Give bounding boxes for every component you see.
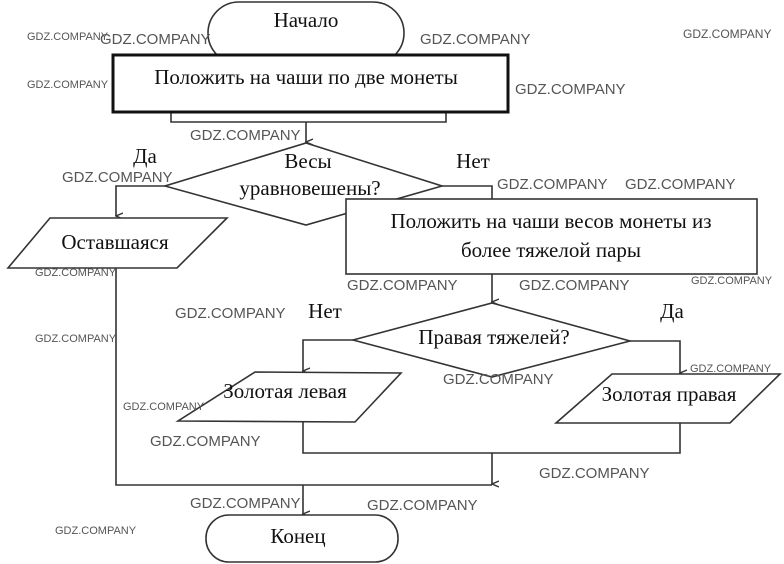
decision1-yes-label: Да	[133, 144, 157, 168]
watermarks: GDZ.COMPANY GDZ.COMPANY GDZ.COMPANY GDZ.…	[27, 27, 773, 537]
remaining-label: Оставшаяся	[61, 230, 169, 254]
watermark: GDZ.COMPANY	[443, 371, 554, 388]
watermark: GDZ.COMPANY	[683, 27, 771, 41]
watermark: GDZ.COMPANY	[27, 31, 109, 43]
start-terminator: Начало	[207, 1, 405, 65]
io-gold-left: Золотая левая	[175, 371, 403, 423]
watermark: GDZ.COMPANY	[625, 176, 736, 193]
step1-bracket	[170, 112, 447, 123]
watermark: GDZ.COMPANY	[190, 495, 301, 512]
watermark: GDZ.COMPANY	[175, 305, 286, 322]
process-step2: Положить на чаши весов монеты из более т…	[345, 198, 758, 275]
watermark: GDZ.COMPANY	[27, 79, 109, 91]
io-gold-right: Золотая правая	[553, 373, 782, 424]
decision2-no-label: Нет	[308, 299, 342, 323]
decision1-line1: Весы	[284, 149, 331, 173]
connectors	[116, 55, 680, 514]
process-step1: Положить на чаши по две монеты	[111, 53, 510, 114]
arrow-yes-branch	[116, 185, 165, 216]
arrow-no-branch	[442, 185, 493, 199]
merge-gold	[302, 422, 681, 454]
watermark: GDZ.COMPANY	[62, 169, 173, 186]
watermark: GDZ.COMPANY	[690, 363, 772, 375]
step2-line1: Положить на чаши весов монеты из	[391, 209, 712, 233]
step2-line2: более тяжелой пары	[461, 238, 641, 262]
arrow-yes-right	[630, 340, 680, 373]
watermark: GDZ.COMPANY	[150, 433, 261, 450]
watermark: GDZ.COMPANY	[123, 401, 205, 413]
watermark: GDZ.COMPANY	[691, 275, 773, 287]
watermark: GDZ.COMPANY	[515, 81, 626, 98]
step1-label: Положить на чаши по две монеты	[154, 65, 458, 89]
decision2-label: Правая тяжелей?	[418, 325, 569, 349]
watermark: GDZ.COMPANY	[100, 31, 211, 48]
watermark: GDZ.COMPANY	[35, 267, 117, 279]
end-label: Конец	[270, 524, 325, 548]
watermark: GDZ.COMPANY	[190, 127, 301, 144]
decision1-line2: уравновешены?	[239, 176, 380, 200]
decision2-yes-label: Да	[660, 299, 684, 323]
watermark: GDZ.COMPANY	[420, 31, 531, 48]
watermark: GDZ.COMPANY	[497, 176, 608, 193]
watermark: GDZ.COMPANY	[519, 277, 630, 294]
arrow-no-left	[303, 339, 353, 371]
merge-remaining	[115, 268, 492, 486]
end-terminator: Конец	[205, 514, 399, 563]
watermark: GDZ.COMPANY	[367, 497, 478, 514]
watermark: GDZ.COMPANY	[55, 525, 137, 537]
gold-right-label: Золотая правая	[602, 382, 737, 406]
decision1-no-label: Нет	[456, 149, 490, 173]
decision-right-heavier: Правая тяжелей?	[349, 302, 634, 378]
watermark: GDZ.COMPANY	[35, 333, 117, 345]
io-remaining: Оставшаяся	[6, 217, 229, 269]
start-label: Начало	[274, 8, 339, 32]
gold-left-label: Золотая левая	[223, 379, 347, 403]
watermark: GDZ.COMPANY	[347, 277, 458, 294]
watermark: GDZ.COMPANY	[539, 465, 650, 482]
